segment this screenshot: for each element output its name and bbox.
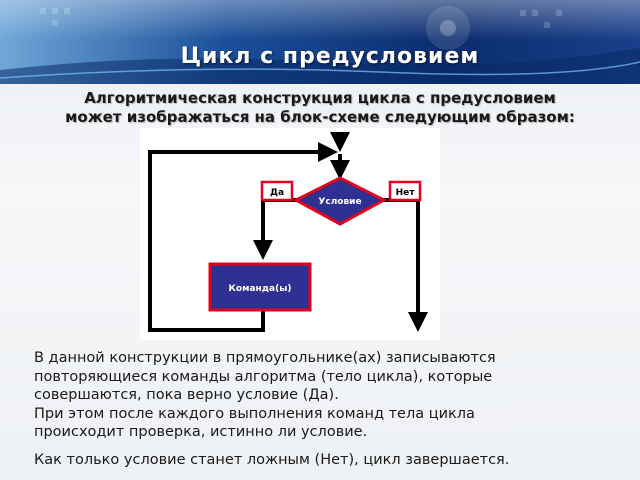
subtitle-line: может изображаться на блок-схеме следующ… bbox=[65, 108, 575, 126]
header-banner: Цикл с предусловием bbox=[0, 0, 640, 84]
no-label: Нет bbox=[396, 188, 416, 198]
body-line: В данной конструкции в прямоугольнике(ах… bbox=[34, 350, 496, 366]
header-graphic bbox=[0, 0, 640, 84]
loop-back-arrow bbox=[148, 142, 338, 332]
command-block bbox=[208, 262, 312, 312]
yes-label: Да bbox=[270, 188, 284, 198]
subtitle-line: Алгоритмическая конструкция цикла с пред… bbox=[84, 89, 556, 107]
yes-label-box bbox=[260, 180, 294, 202]
command-label: Команда(ы) bbox=[229, 284, 292, 294]
explanation-text: В данной конструкции в прямоугольнике(ах… bbox=[34, 349, 634, 442]
conclusion-text: Как только условие станет ложным (Нет), … bbox=[34, 452, 510, 468]
slide-subtitle: Алгоритмическая конструкция цикла с пред… bbox=[20, 89, 620, 127]
condition-diamond bbox=[292, 176, 388, 226]
condition-label: Условие bbox=[318, 197, 361, 207]
body-line: совершаются, пока верно условие (Да). bbox=[34, 387, 339, 403]
body-line: происходит проверка, истинно ли условие. bbox=[34, 424, 368, 440]
slide-title: Цикл с предусловием bbox=[180, 44, 480, 69]
flowchart: Условие Да Нет Команда(ы) bbox=[140, 128, 440, 340]
body-line: повторяющиеся команды алгоритма (тело ци… bbox=[34, 368, 493, 385]
no-label-box bbox=[388, 180, 422, 202]
body-line: При этом после каждого выполнения команд… bbox=[34, 405, 475, 422]
